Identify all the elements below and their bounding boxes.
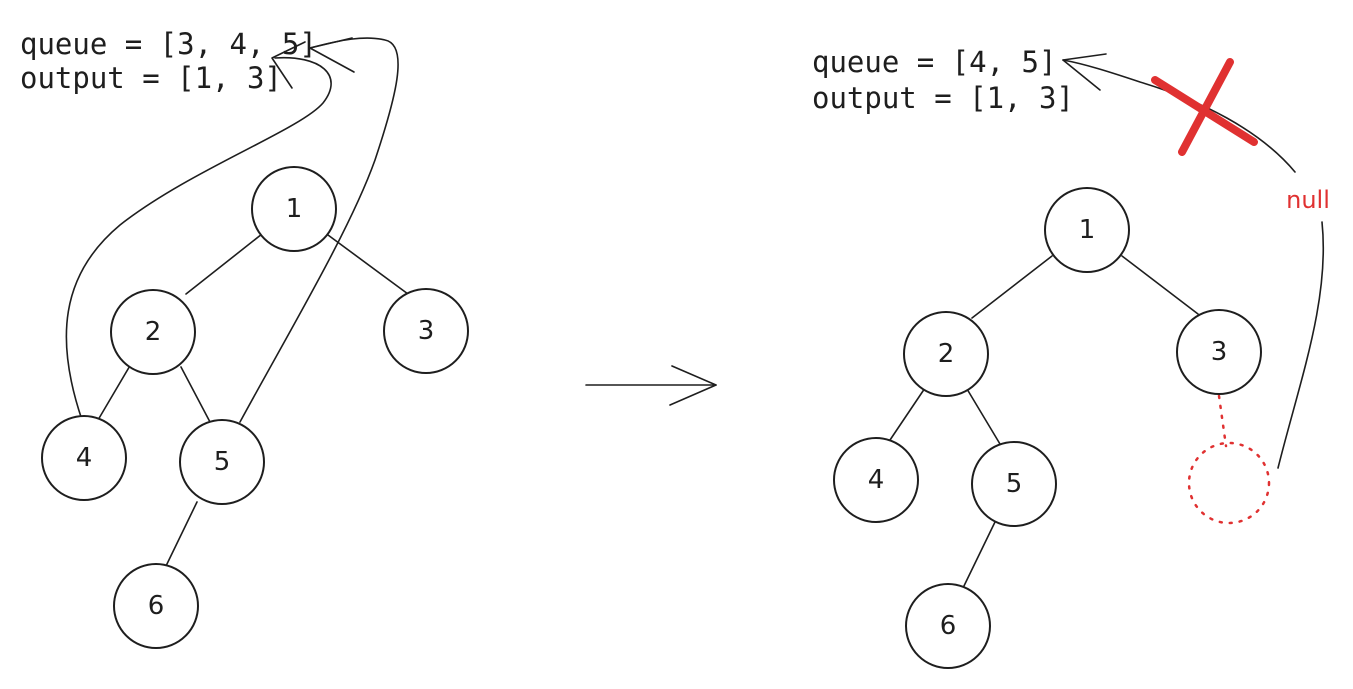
- left-node-5: 5: [179, 419, 265, 505]
- left-curve-node5-to-queue: [239, 37, 399, 423]
- left-arrowhead-node4: [271, 41, 306, 89]
- left-arrowhead-node5: [309, 37, 355, 73]
- left-edge-1-3: [327, 234, 409, 295]
- svg-text:2: 2: [145, 317, 162, 347]
- right-null-node: [1187, 441, 1271, 525]
- left-node-1: 1: [251, 166, 337, 252]
- right-curve-null-to-queue: [1277, 221, 1325, 469]
- svg-text:3: 3: [418, 316, 435, 346]
- svg-text:2: 2: [938, 339, 955, 369]
- svg-text:6: 6: [148, 591, 165, 621]
- svg-text:5: 5: [214, 447, 231, 477]
- right-queue-label: queue = [4, 5]: [812, 45, 1056, 79]
- right-edge-1-3: [1121, 255, 1199, 315]
- svg-text:5: 5: [1006, 469, 1023, 499]
- cross-icon: [1151, 58, 1258, 156]
- right-node-4: 4: [833, 437, 919, 523]
- right-node-1: 1: [1044, 187, 1130, 273]
- left-node-3: 3: [383, 288, 469, 374]
- left-output-label: output = [1, 3]: [20, 61, 282, 95]
- right-diagram: queue = [4, 5] output = [1, 3] null 1: [812, 45, 1330, 669]
- left-edge-5-6: [165, 501, 198, 567]
- left-node-4: 4: [41, 415, 127, 501]
- svg-text:4: 4: [868, 465, 885, 495]
- left-diagram: queue = [3, 4, 5] output = [1, 3] 1 2 3: [20, 27, 469, 649]
- left-edge-2-5: [180, 366, 211, 423]
- svg-text:1: 1: [286, 194, 303, 224]
- right-edge-2-5: [966, 388, 1001, 445]
- right-edge-1-2: [971, 255, 1053, 319]
- right-node-3: 3: [1176, 309, 1262, 395]
- left-node-6: 6: [113, 563, 199, 649]
- right-null-edge: [1217, 394, 1228, 448]
- right-node-6: 6: [905, 583, 991, 669]
- svg-text:3: 3: [1211, 337, 1228, 367]
- left-queue-label: queue = [3, 4, 5]: [20, 27, 317, 61]
- right-node-5: 5: [971, 441, 1057, 527]
- svg-text:4: 4: [76, 443, 93, 473]
- svg-text:6: 6: [940, 611, 957, 641]
- right-output-label: output = [1, 3]: [812, 81, 1074, 115]
- right-node-2: 2: [903, 311, 989, 397]
- svg-text:1: 1: [1079, 215, 1096, 245]
- left-curve-node4-to-queue: [65, 56, 332, 421]
- right-arrow-icon: [585, 365, 717, 406]
- left-edge-2-4: [97, 363, 132, 421]
- right-edge-5-6: [961, 521, 996, 591]
- left-edge-1-2: [185, 233, 263, 295]
- left-node-2: 2: [110, 289, 196, 375]
- right-curve-top-segment: [1062, 59, 1296, 173]
- null-label: null: [1286, 186, 1330, 214]
- right-edge-2-4: [889, 387, 926, 441]
- right-arrowhead: [1062, 53, 1107, 91]
